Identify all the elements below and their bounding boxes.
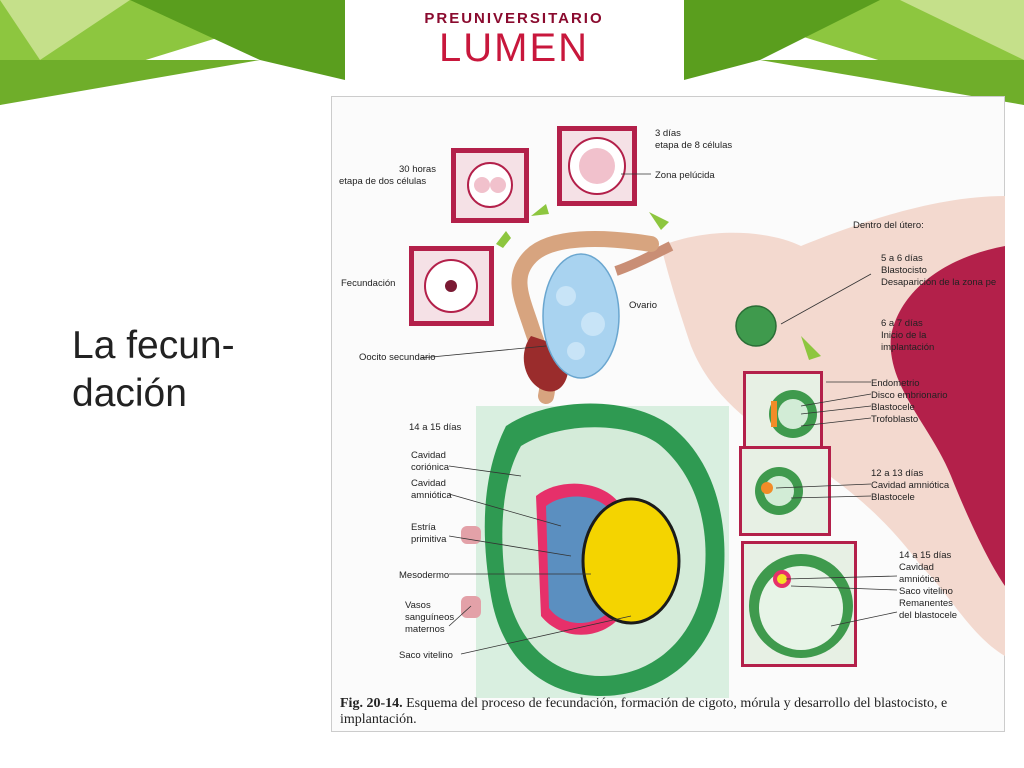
label-implantation-2: Inicio de la: [881, 330, 927, 341]
label-inside-uterus: Dentro del útero:: [853, 220, 924, 231]
label-day14r-2: Cavidad: [899, 562, 934, 573]
ovary: [542, 253, 620, 379]
label-day12-2: Cavidad amniótica: [871, 480, 950, 491]
figure-labels: 30 horas etapa de dos células 3 días eta…: [339, 128, 996, 661]
leader-lines: [420, 173, 898, 655]
label-ovary: Ovario: [629, 300, 657, 311]
label-day14r-1: 14 a 15 días: [899, 550, 952, 561]
ovary-follicle: [581, 312, 605, 336]
label-day12-3: Blastocele: [871, 492, 915, 503]
label-fecundation: Fecundación: [341, 278, 395, 289]
label-chorionic-2: coriónica: [411, 462, 450, 473]
brand-name: LUMEN: [438, 26, 590, 70]
slide-title-line-2: dación: [72, 372, 187, 416]
label-mesoderm: Mesodermo: [399, 570, 449, 581]
label-eight-cell-1: 3 días: [655, 128, 681, 139]
two-cell-box: [451, 148, 529, 223]
label-two-cell-2: etapa de dos células: [339, 176, 426, 187]
figure-caption-text: Esquema del proceso de fecundación, form…: [340, 696, 948, 727]
brand-top-text: PREUNIVERSITARIO: [424, 10, 604, 27]
implantation-panel-1: [743, 371, 823, 456]
label-embryonic-disc: Disco embrionario: [871, 390, 948, 401]
blastocyst: [735, 305, 777, 347]
label-day12-1: 12 a 13 días: [871, 468, 924, 479]
fertilization-diagram: 30 horas etapa de dos células 3 días eta…: [331, 96, 1005, 732]
label-day14r-3: amniótica: [899, 574, 940, 585]
top-banner: [0, 0, 1024, 105]
label-blastocyst-1: 5 a 6 días: [881, 253, 923, 264]
slide-title: La fecun- dación: [72, 322, 235, 418]
eight-cell-box: [557, 126, 637, 206]
label-primitive-streak-2: primitiva: [411, 534, 447, 545]
label-amniotic-2: amniótica: [411, 490, 452, 501]
ovary-follicle: [556, 286, 576, 306]
label-zona-pelucida: Zona pelúcida: [655, 170, 715, 181]
figure-caption: Fig. 20-14. Esquema del proceso de fecun…: [340, 696, 980, 728]
label-eight-cell-2: etapa de 8 células: [655, 140, 732, 151]
implantation-panel-3: [741, 541, 857, 667]
label-day14r-6: del blastocele: [899, 610, 957, 621]
label-vessels-3: maternos: [405, 624, 445, 635]
label-day14r-4: Saco vitelino: [899, 586, 953, 597]
label-chorionic-1: Cavidad: [411, 450, 446, 461]
label-yolk-sac-left: Saco vitelino: [399, 650, 453, 661]
fecundation-box: [409, 246, 494, 326]
implantation-panel-2: [739, 446, 831, 536]
label-blastocyst-2: Blastocisto: [881, 265, 927, 276]
label-implantation-1: 6 a 7 días: [881, 318, 923, 329]
label-vessels-1: Vasos: [405, 600, 431, 611]
label-implantation-3: implantación: [881, 342, 934, 353]
label-oocyte: Oocito secundario: [359, 352, 436, 363]
label-day14r-5: Remanentes: [899, 598, 953, 609]
brand-logo: PREUNIVERSITARIO LUMEN: [414, 10, 614, 70]
figure-caption-label: Fig. 20-14.: [340, 696, 403, 711]
label-day14l-title: 14 a 15 días: [409, 422, 462, 433]
label-primitive-streak-1: Estría: [411, 522, 437, 533]
label-amniotic-1: Cavidad: [411, 478, 446, 489]
label-endometrium: Endometrio: [871, 378, 920, 389]
label-blastocele-1: Blastocele: [871, 402, 915, 413]
label-two-cell-1: 30 horas: [399, 164, 436, 175]
detail-14-15-days: [461, 403, 729, 698]
ovary-follicle: [567, 342, 585, 360]
label-trophoblast: Trofoblasto: [871, 414, 918, 425]
label-blastocyst-3: Desaparición de la zona pe: [881, 277, 996, 288]
slide-title-line-1: La fecun-: [72, 324, 235, 368]
label-vessels-2: sanguíneos: [405, 612, 454, 623]
